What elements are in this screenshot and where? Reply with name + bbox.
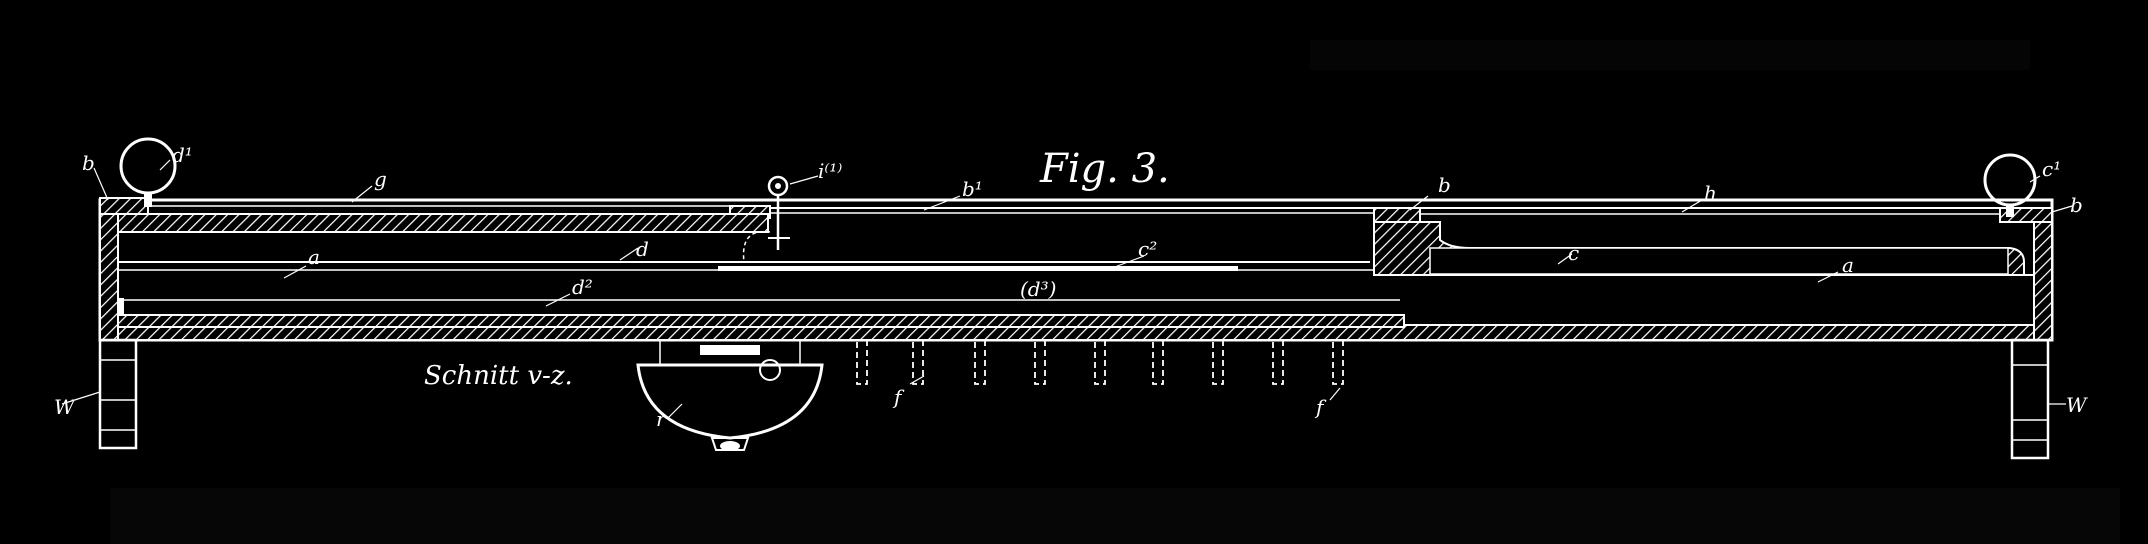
label-c: c bbox=[1568, 241, 1579, 265]
pin-7 bbox=[1212, 339, 1224, 385]
plate-c2 bbox=[718, 266, 1238, 271]
pin-4 bbox=[1034, 339, 1046, 385]
label-d2: d² bbox=[572, 275, 593, 299]
top-rails bbox=[148, 199, 2000, 215]
label-h: h bbox=[1704, 181, 1717, 205]
label-w-right: W bbox=[2066, 393, 2088, 417]
pins-f bbox=[856, 339, 1344, 385]
pin-8 bbox=[1272, 339, 1284, 385]
leg-w-left bbox=[98, 338, 138, 450]
slider-d2 bbox=[117, 298, 1405, 328]
label-f-right: f bbox=[1314, 395, 1327, 419]
block-c bbox=[1373, 221, 2034, 276]
label-c1: c¹ bbox=[2042, 157, 2061, 181]
label-d1: d¹ bbox=[172, 143, 193, 167]
label-b-mid: b bbox=[1438, 173, 1451, 197]
pin-3 bbox=[974, 339, 986, 385]
label-r: r bbox=[656, 407, 667, 431]
leader-lines bbox=[61, 159, 2073, 419]
label-b1: b¹ bbox=[962, 177, 983, 201]
label-f-left: f bbox=[892, 385, 905, 409]
background-artifacts bbox=[110, 40, 2120, 544]
pivot-i1 bbox=[742, 175, 790, 263]
label-c2: c² bbox=[1138, 237, 1157, 261]
pin-2 bbox=[912, 339, 924, 385]
pin-6 bbox=[1152, 339, 1164, 385]
base-frame-a bbox=[98, 198, 2054, 342]
leg-w-right bbox=[2010, 338, 2050, 460]
pin-1 bbox=[856, 339, 868, 385]
labels: Fig. 3. Schnitt v-z. d¹ c¹ b b b g i⁽¹⁾ … bbox=[54, 143, 2088, 431]
label-a-left: a bbox=[308, 245, 320, 269]
knob-d1 bbox=[119, 137, 177, 207]
corner-blocks-b bbox=[99, 197, 2053, 223]
label-i1: i⁽¹⁾ bbox=[818, 159, 842, 183]
label-w-left: W bbox=[54, 395, 76, 419]
label-d3: (d³) bbox=[1020, 277, 1056, 301]
label-g: g bbox=[374, 167, 387, 191]
label-b-left: b bbox=[82, 151, 95, 175]
label-a-right: a bbox=[1842, 253, 1854, 277]
bell-r bbox=[636, 339, 824, 451]
section-caption: Schnitt v-z. bbox=[424, 361, 573, 391]
pin-9 bbox=[1332, 339, 1344, 385]
figure-title: Fig. 3. bbox=[1039, 146, 1170, 192]
label-d: d bbox=[636, 237, 649, 261]
knob-c1 bbox=[1983, 153, 2037, 217]
label-b-right: b bbox=[2070, 193, 2083, 217]
slider-d bbox=[117, 213, 1430, 271]
pin-5 bbox=[1094, 339, 1106, 385]
